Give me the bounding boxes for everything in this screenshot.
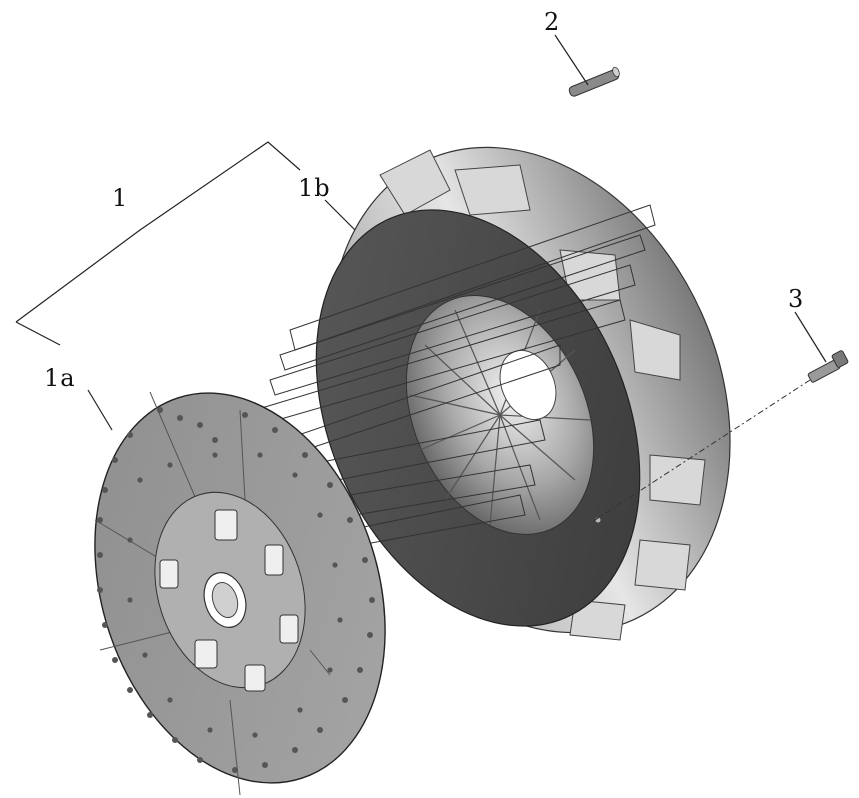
bolt-axis-line [591,379,811,523]
projection-lines [254,204,656,556]
pressure-plate-icon [315,146,731,641]
clutch-disc-icon [94,391,386,796]
callout-bolt: 3 [788,285,805,313]
callout-leaders [15,34,827,431]
pin-icon [568,66,620,97]
bolt-icon [807,350,849,383]
callout-assembly: 1 [112,184,129,212]
callout-pressure-plate: 1b [298,174,331,202]
callout-pin: 2 [544,8,561,36]
callout-clutch-disc: 1a [44,364,76,392]
